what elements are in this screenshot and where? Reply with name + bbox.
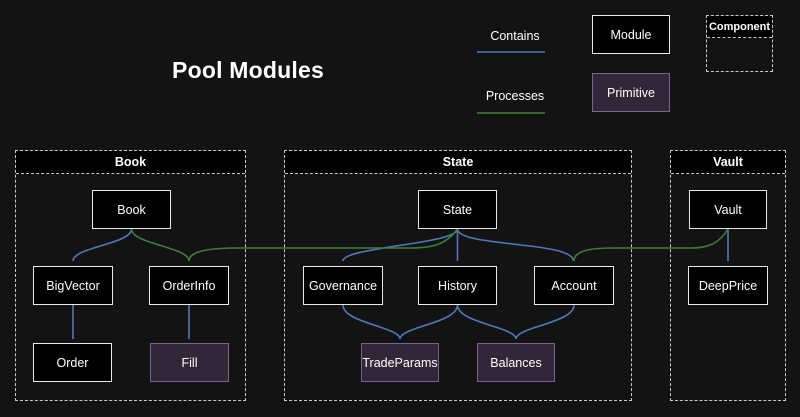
legend-module-box: Module (592, 15, 670, 54)
node-fill-label: Fill (181, 355, 198, 370)
legend-module-label: Module (610, 27, 652, 42)
node-balances-label: Balances (490, 355, 542, 370)
container-vault: Vault (670, 150, 786, 401)
node-vault-label: Vault (714, 202, 742, 217)
node-tradeparams: TradeParams (361, 343, 439, 382)
legend-component-box: Component (706, 15, 773, 72)
node-state: State (418, 190, 497, 229)
legend-processes-label: Processes (485, 89, 545, 103)
node-bigvector-label: BigVector (46, 278, 100, 293)
page-title: Pool Modules (172, 57, 324, 83)
legend-primitive-box: Primitive (592, 73, 670, 112)
node-tradeparams-label: TradeParams (362, 355, 438, 370)
node-orderinfo-label: OrderInfo (162, 278, 216, 293)
container-book-header: Book (16, 151, 245, 174)
node-bigvector: BigVector (33, 266, 113, 305)
node-history: History (418, 266, 497, 305)
node-book-label: Book (117, 202, 146, 217)
node-order: Order (33, 343, 112, 382)
node-book: Book (92, 190, 171, 229)
node-fill: Fill (150, 343, 229, 382)
node-vault: Vault (689, 190, 767, 229)
node-state-label: State (442, 202, 473, 217)
node-deepprice-label: DeepPrice (698, 278, 758, 293)
node-history-label: History (438, 278, 477, 293)
node-account-label: Account (551, 278, 597, 293)
node-orderinfo: OrderInfo (149, 266, 229, 305)
node-governance: Governance (303, 266, 383, 305)
node-balances: Balances (477, 343, 555, 382)
node-order-label: Order (56, 355, 89, 370)
legend-primitive-label: Primitive (607, 85, 655, 100)
node-account: Account (534, 266, 614, 305)
container-vault-header: Vault (671, 151, 785, 174)
legend-component-label: Component (707, 16, 772, 38)
node-governance-label: Governance (308, 278, 378, 293)
node-deepprice: DeepPrice (688, 266, 768, 305)
container-book: Book (15, 150, 246, 401)
container-state-header: State (285, 151, 631, 174)
container-state: State (284, 150, 632, 401)
legend-contains-label: Contains (490, 29, 540, 43)
